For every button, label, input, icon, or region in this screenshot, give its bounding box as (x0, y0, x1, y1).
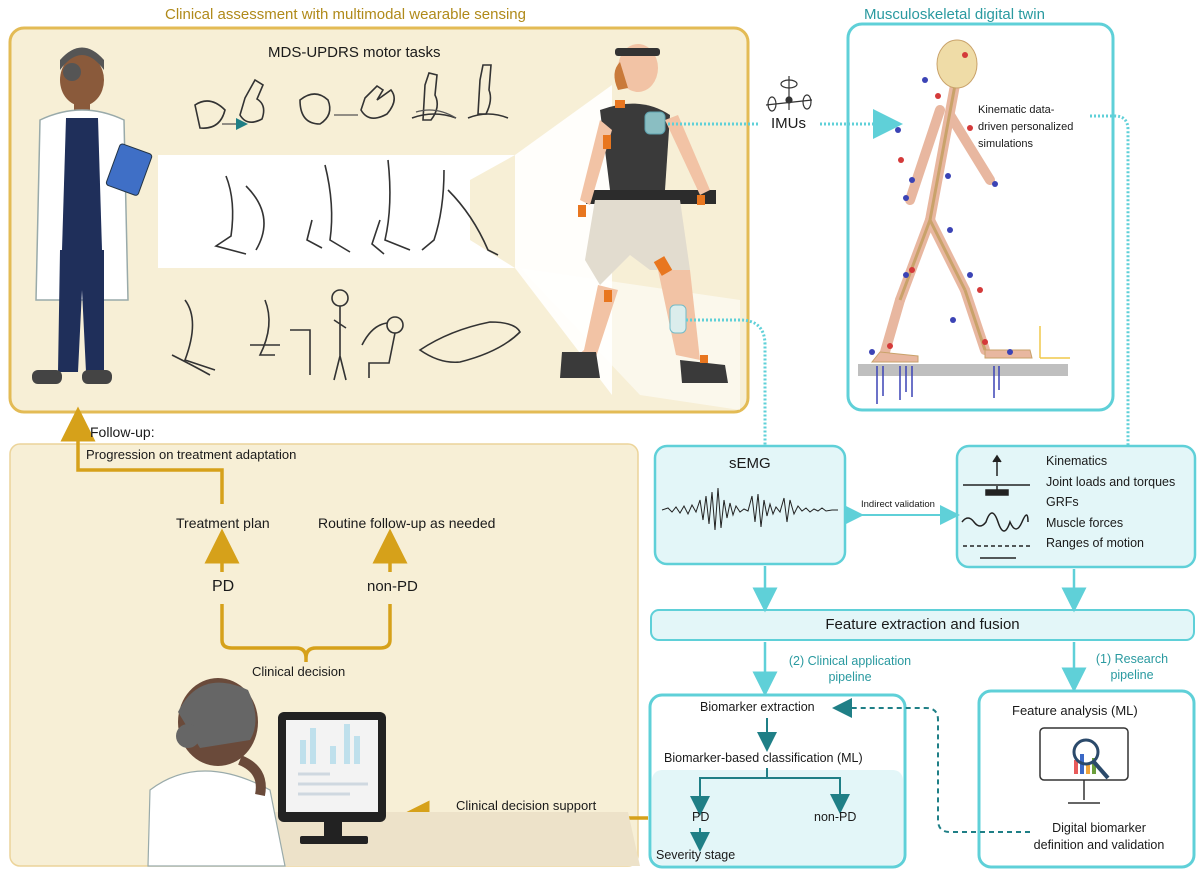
decision-pd-label: PD (212, 578, 235, 595)
clinical-section-title: Clinical assessment with multimodal wear… (165, 6, 526, 23)
pipeline-non-pd-label: non-PD (814, 810, 857, 824)
biomarker-extraction-label: Biomarker extraction (700, 700, 815, 714)
feature-analysis-label: Feature analysis (ML) (1012, 703, 1138, 718)
motor-task-sketches (171, 64, 521, 381)
patient-figure (560, 44, 728, 383)
fusion-bar (650, 609, 1195, 641)
clinician-figure (32, 47, 153, 384)
outputs-list: Kinematics Joint loads and torques GRFs … (1046, 451, 1175, 554)
output-item-ranges-of-motion: Ranges of motion (1046, 536, 1144, 550)
output-item-joint-loads: Joint loads and torques (1046, 474, 1176, 489)
output-item-muscle-forces: Muscle forces (1046, 515, 1124, 530)
clinical-pipeline-label: (2) Clinical application pipeline (770, 653, 930, 685)
research-pipeline-label: (1) Research pipeline (1082, 651, 1182, 683)
semg-title: sEMG (729, 455, 771, 472)
clinical-assessment-panel (8, 26, 750, 414)
imu-glyph (765, 76, 813, 112)
clinical-pipeline-label-line: (2) Clinical application (788, 654, 912, 668)
research-pipeline-label-line: pipeline (1110, 668, 1154, 682)
biomarker-definition-label: Digital biomarker definition and validat… (1024, 820, 1174, 854)
follow-up-title: Follow-up: (90, 424, 155, 440)
digital-twin-caption-line: driven personalized (978, 121, 1074, 133)
digital-twin-panel (846, 22, 1115, 412)
digital-twin-caption-line: simulations (978, 138, 1034, 150)
motor-tasks-title: MDS-UPDRS motor tasks (268, 44, 441, 61)
imu-label: IMUs (771, 115, 806, 132)
indirect-validation-label: Indirect validation (861, 499, 935, 510)
output-item-grfs: GRFs (1046, 495, 1079, 509)
routine-followup-label: Routine follow-up as needed (318, 515, 496, 531)
ground-plate (858, 364, 1068, 376)
feedback-dashed-arrow (832, 698, 1030, 833)
biomarker-definition-line: Digital biomarker (1052, 821, 1146, 835)
seated-clinician (147, 678, 640, 867)
pipeline-pd-label: PD (692, 810, 710, 824)
fusion-label: Feature extraction and fusion (825, 616, 1020, 633)
clinical-decision-label: Clinical decision (252, 664, 346, 679)
semg-signal (661, 487, 838, 531)
research-pipeline-label-line: (1) Research (1095, 652, 1169, 666)
monitor-icon (1039, 727, 1129, 804)
biomarker-definition-line: definition and validation (1033, 838, 1165, 852)
digital-twin-caption-line: Kinematic data- (978, 104, 1055, 116)
decision-non-pd-label: non-PD (367, 578, 418, 595)
clinical-pipeline-label-line: pipeline (828, 670, 872, 684)
decision-support-label: Clinical decision support (456, 798, 597, 813)
biomarker-classification-label: Biomarker-based classification (ML) (664, 751, 863, 765)
skull (936, 39, 978, 89)
treatment-plan-label: Treatment plan (176, 515, 270, 531)
outputs-icons (961, 454, 1033, 559)
output-item-kinematics: Kinematics (1046, 454, 1108, 468)
follow-up-subtitle: Progression on treatment adaptation (86, 447, 297, 462)
severity-stage-label: Severity stage (656, 848, 736, 862)
digital-twin-caption: Kinematic data- driven personalized simu… (978, 102, 1096, 153)
digital-twin-section-title: Musculoskeletal digital twin (864, 6, 1045, 23)
